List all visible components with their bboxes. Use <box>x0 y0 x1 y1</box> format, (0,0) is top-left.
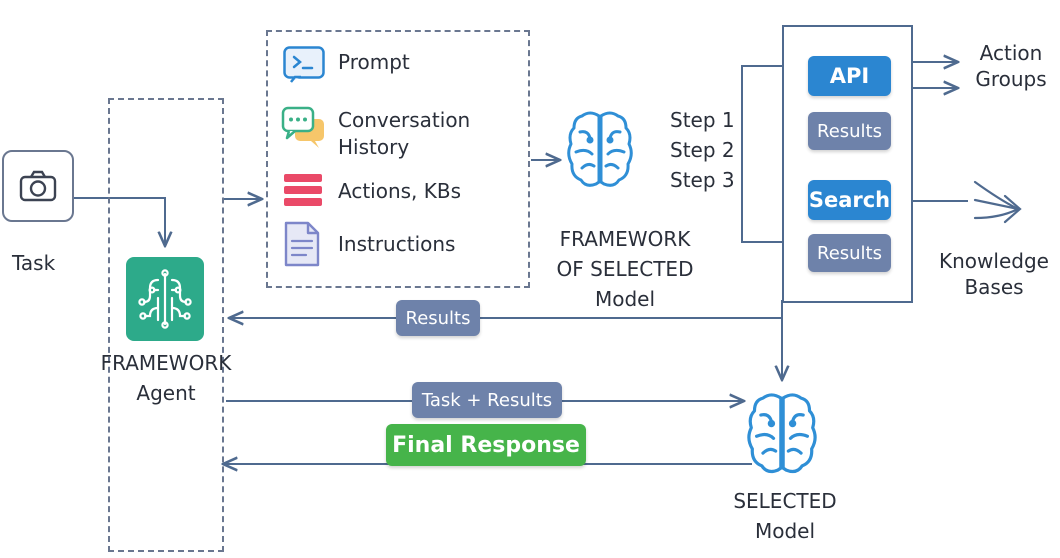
steps-bracket <box>741 65 782 243</box>
conversation-icon <box>281 106 327 150</box>
final-response-badge: Final Response <box>386 424 586 466</box>
knowledge-bases-line1: Knowledge <box>939 249 1049 273</box>
agent-label-line1: FRAMEWORK <box>100 351 232 375</box>
agent-chip <box>126 257 204 341</box>
steps-list: Step 1 Step 2 Step 3 <box>670 105 735 195</box>
step-2: Step 2 <box>670 138 735 162</box>
conversation-label: Conversation History <box>338 107 470 161</box>
step-1: Step 1 <box>670 108 735 132</box>
knowledge-bases-icon <box>973 180 1022 224</box>
framework-model-line2: OF SELECTED <box>556 257 694 281</box>
camera-icon <box>19 170 57 202</box>
action-groups-line1: Action <box>979 41 1043 65</box>
actions-kbs-icon <box>283 172 323 208</box>
conversation-label-line1: Conversation <box>338 108 471 132</box>
actions-kbs-label: Actions, KBs <box>338 179 462 203</box>
selected-model-line1: SELECTED <box>733 489 837 513</box>
api-button[interactable]: API <box>808 56 891 96</box>
selected-model-label: SELECTED Model <box>700 486 870 546</box>
agent-dashed-box <box>108 98 224 552</box>
search-results-badge: Results <box>808 234 891 272</box>
knowledge-bases-line2: Bases <box>964 275 1024 299</box>
prompt-label: Prompt <box>338 50 410 74</box>
action-groups-label: Action Groups <box>966 40 1056 92</box>
framework-model-line3: Model <box>594 287 656 311</box>
selected-model-brain <box>746 384 818 480</box>
agent-label: FRAMEWORK Agent <box>60 348 272 408</box>
instructions-label: Instructions <box>338 232 456 256</box>
search-button[interactable]: Search <box>808 180 891 220</box>
api-results-badge: Results <box>808 112 891 150</box>
brain-icon <box>567 111 633 187</box>
task-results-badge: Task + Results <box>412 382 562 418</box>
conversation-label-line2: History <box>338 135 410 159</box>
task-label: Task <box>12 251 56 275</box>
inputs-dashed-box <box>266 30 530 288</box>
framework-model-line1: FRAMEWORK <box>559 227 691 251</box>
framework-model-label: FRAMEWORK OF SELECTED Model <box>530 224 720 314</box>
framework-model-brain <box>566 108 634 212</box>
step-3: Step 3 <box>670 168 735 192</box>
results-return-badge: Results <box>396 300 480 336</box>
task-node <box>2 150 74 222</box>
instructions-icon <box>283 220 321 268</box>
action-groups-line2: Groups <box>975 67 1047 91</box>
prompt-icon <box>283 46 325 84</box>
brain-icon-2 <box>747 393 817 474</box>
circuit-chip-icon <box>138 269 192 329</box>
agent-label-line2: Agent <box>136 381 196 405</box>
task-to-agent-arrow <box>74 197 165 246</box>
selected-model-line2: Model <box>754 519 816 543</box>
knowledge-bases-label: Knowledge Bases <box>930 248 1058 300</box>
